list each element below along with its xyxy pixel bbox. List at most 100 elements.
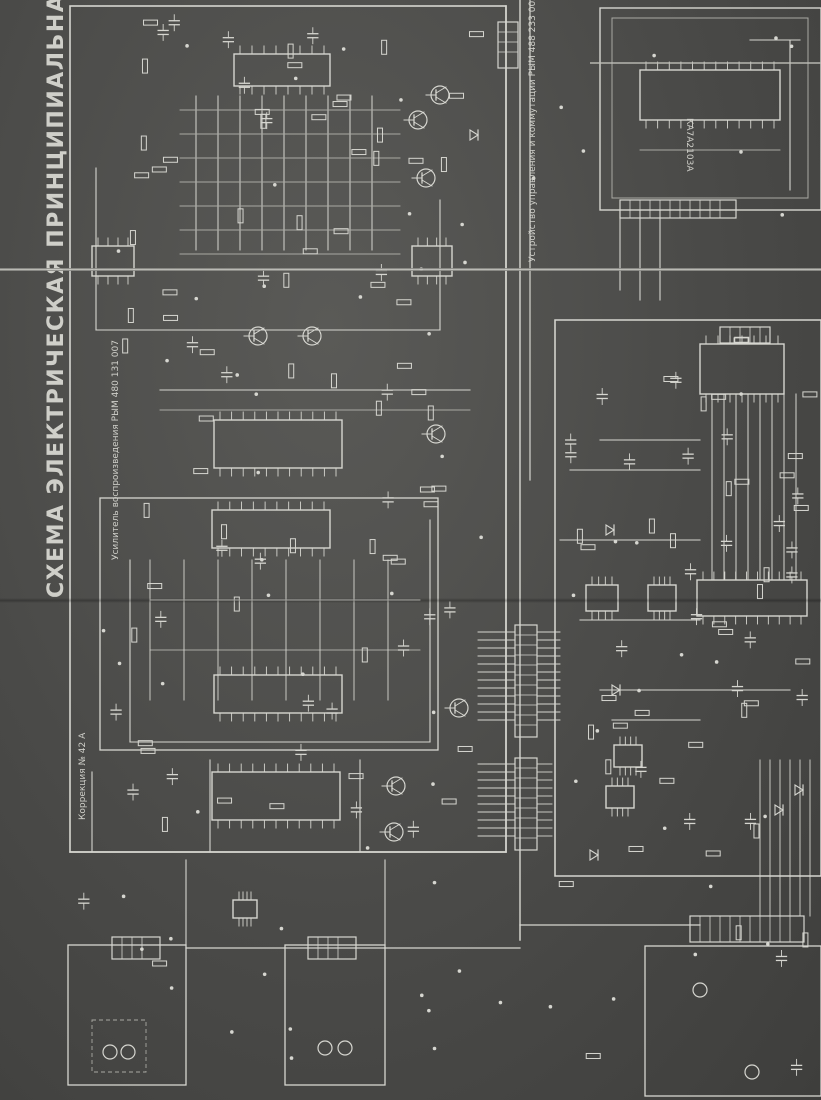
connector-strip — [719, 326, 771, 344]
resistor — [558, 881, 574, 888]
diode — [589, 849, 600, 861]
resistor — [370, 281, 386, 288]
resistor — [802, 932, 809, 948]
junction-dot — [780, 213, 785, 217]
amplifier-board-label: Усилитель воспроизведения РЫМ 480 131 00… — [111, 340, 121, 560]
junction-dot — [637, 688, 641, 693]
resistor — [419, 486, 435, 493]
connector-strip — [307, 936, 357, 960]
resistor — [137, 740, 153, 747]
wire — [431, 425, 443, 433]
junction-dot — [101, 628, 106, 633]
resistor — [143, 19, 159, 26]
resistor — [423, 501, 439, 508]
resistor — [700, 396, 707, 412]
junction-dot — [739, 150, 743, 154]
connector-strip — [497, 21, 519, 69]
junction-dot — [581, 149, 586, 153]
resistor — [585, 1052, 601, 1059]
resistor — [605, 759, 612, 775]
resistor — [427, 405, 434, 421]
page-title: СХЕМА ЭЛЕКТРИЧЕСКАЯ ПРИНЦИПИАЛЬНАЯ — [6, 0, 69, 598]
resistor — [756, 584, 763, 600]
ic-chip — [699, 343, 785, 395]
ic-chip — [91, 245, 135, 277]
jack-connector — [102, 1044, 118, 1060]
diode — [611, 684, 622, 696]
ic-chip — [211, 771, 341, 821]
resistor — [669, 533, 676, 549]
jack-connector — [120, 1044, 136, 1060]
resistor — [348, 773, 364, 780]
resistor — [449, 92, 465, 99]
junction-dot — [256, 470, 261, 475]
junction-dot — [634, 540, 639, 545]
junction-dot — [419, 993, 424, 998]
junction-dot — [440, 454, 444, 459]
resistor — [779, 472, 795, 479]
wire — [391, 777, 403, 785]
junction-dot — [766, 942, 770, 946]
paper-crease — [0, 268, 821, 271]
wire — [413, 111, 425, 119]
wire — [389, 823, 401, 831]
resistor — [431, 485, 447, 492]
junction-dot — [262, 972, 267, 977]
junction-dot — [574, 779, 578, 784]
wire — [421, 179, 433, 187]
paper-fold — [0, 598, 821, 603]
wire — [413, 121, 425, 129]
connector-strip — [689, 915, 805, 943]
resistor — [763, 567, 770, 583]
resistor — [283, 272, 290, 288]
junction-dot — [463, 260, 467, 265]
junction-dot — [288, 1027, 293, 1031]
wire — [253, 327, 265, 335]
junction-dot — [301, 672, 305, 677]
resistor — [198, 415, 214, 422]
jack-connector — [692, 982, 708, 998]
junction-dot — [116, 249, 121, 253]
wire — [389, 833, 401, 841]
resistor — [162, 156, 178, 163]
resistor — [648, 518, 655, 534]
junction-dot — [160, 681, 165, 686]
junction-dot — [693, 952, 698, 957]
resistor — [330, 373, 337, 389]
junction-dot — [117, 661, 122, 666]
junction-dot — [254, 392, 259, 396]
junction-dot — [739, 392, 743, 396]
wire — [454, 699, 466, 707]
control-board-label: Устройство управления и коммутации РЫМ 4… — [528, 0, 538, 262]
resistor — [134, 172, 150, 179]
junction-dot — [571, 593, 576, 598]
resistor — [122, 338, 129, 354]
junction-dot — [662, 826, 667, 831]
junction-dot — [460, 222, 464, 227]
junction-dot — [230, 1030, 234, 1034]
resistor — [787, 453, 803, 460]
junction-dot — [140, 947, 144, 951]
resistor — [333, 228, 349, 235]
resistor — [369, 539, 376, 555]
resistor — [141, 58, 148, 74]
junction-dot — [266, 593, 271, 598]
ic-chip — [213, 674, 343, 714]
junction-dot — [194, 296, 199, 301]
junction-dot — [531, 176, 536, 181]
junction-dot — [293, 76, 298, 81]
page-title-text: СХЕМА ЭЛЕКТРИЧЕСКАЯ ПРИНЦИПИАЛЬНАЯ — [44, 0, 69, 598]
junction-dot — [341, 47, 346, 51]
resistor — [129, 230, 136, 246]
junction-dot — [457, 969, 462, 973]
resistor — [382, 554, 398, 561]
resistor — [193, 468, 209, 475]
junction-dot — [432, 1046, 437, 1051]
amplifier-board-outline — [69, 5, 507, 853]
wire — [431, 435, 443, 443]
junction-dot — [431, 710, 436, 715]
junction-dot — [289, 1056, 294, 1060]
resistor — [351, 149, 367, 156]
